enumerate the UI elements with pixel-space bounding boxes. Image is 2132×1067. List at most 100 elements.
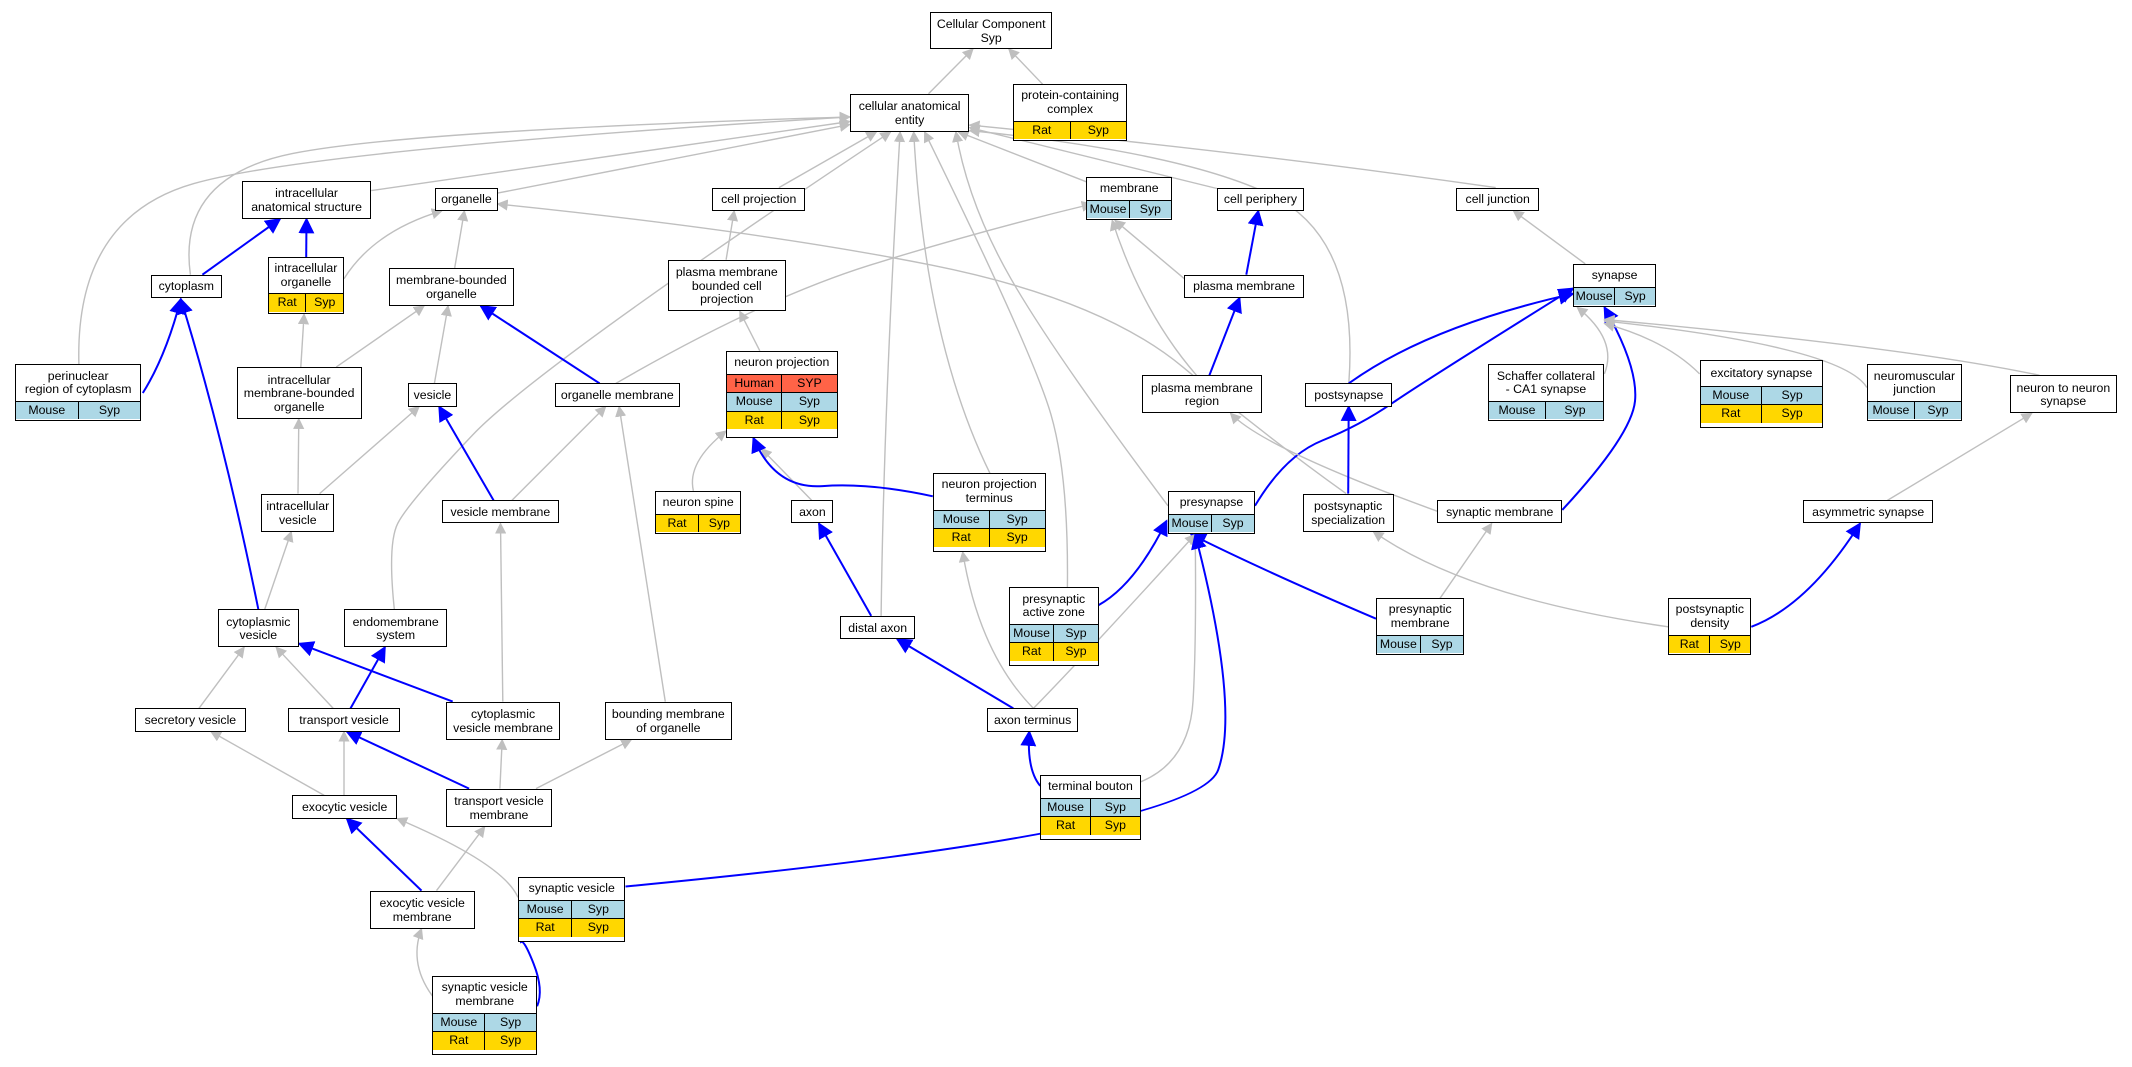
node-axon[interactable]: axon	[791, 500, 834, 524]
node-organelle[interactable]: organelle	[435, 187, 498, 211]
edge-tvm-to-transves	[345, 730, 470, 790]
node-distaxon[interactable]: distal axon	[840, 615, 916, 640]
species-cell: Mouse	[1379, 636, 1417, 651]
node-cellproj[interactable]: cell projection	[712, 187, 805, 211]
edge-cvm-to-cytves	[297, 641, 454, 703]
node-vesicle[interactable]: vesicle	[407, 383, 457, 407]
node-cvm[interactable]: cytoplasmic vesicle membrane	[445, 701, 561, 740]
node-postsynapse[interactable]: postsynapse	[1305, 383, 1393, 407]
edge-axterm-to-presynapse	[1032, 533, 1196, 709]
edge-transves-to-endomem	[349, 645, 386, 709]
species-cell: Mouse	[1013, 625, 1051, 640]
node-cellper[interactable]: cell periphery	[1216, 187, 1304, 211]
node-axterm[interactable]: axon terminus	[987, 708, 1079, 732]
edge-perinuc-to-cytoplasm	[141, 297, 185, 394]
node-label: neuron projection terminus	[941, 477, 1037, 505]
node-n2n[interactable]: neuron to neuron synapse	[2009, 375, 2118, 414]
edge-distaxon-to-axon	[818, 522, 873, 617]
node-secves[interactable]: secretory vesicle	[134, 708, 247, 732]
node-pmr[interactable]: plasma membrane region	[1142, 375, 1262, 414]
node-imbo[interactable]: intracellular membrane-bounded organelle	[236, 367, 362, 419]
node-vesmem[interactable]: vesicle membrane	[441, 500, 559, 524]
node-label: endomembrane system	[352, 614, 439, 643]
species-cell: Mouse	[1047, 799, 1085, 814]
node-cae[interactable]: cellular anatomical entity	[849, 93, 970, 132]
edge-pmbcp-to-cellproj	[725, 209, 739, 260]
node-evm[interactable]: exocytic vesicle membrane	[369, 890, 475, 929]
node-transves[interactable]: transport vesicle	[288, 708, 400, 732]
node-cytves[interactable]: cytoplasmic vesicle	[217, 609, 300, 648]
gene-cell: Syp	[1760, 386, 1822, 405]
node-label: distal axon	[848, 620, 908, 635]
node-mbo[interactable]: membrane-bounded organelle	[388, 267, 514, 306]
node-bmo[interactable]: bounding membrane of organelle	[605, 701, 732, 740]
gene-cell: Syp	[1614, 287, 1655, 306]
node-label: Schaffer collateral - CA1 synapse	[1496, 368, 1596, 397]
edge-vesmem-to-vesicle	[438, 405, 495, 501]
node-postspec[interactable]: postsynaptic specialization	[1302, 493, 1394, 532]
node-pm[interactable]: plasma membrane	[1184, 274, 1304, 298]
node-label: organelle membrane	[560, 388, 674, 403]
node-intves[interactable]: intracellular vesicle	[261, 493, 335, 532]
edge-synves-to-exoves	[395, 817, 519, 898]
node-label: intracellular anatomical structure	[251, 186, 362, 214]
edge-cytoplasm-to-ias	[201, 217, 282, 276]
node-exoves[interactable]: exocytic vesicle	[292, 795, 398, 819]
edge-pm-to-cellper	[1245, 209, 1264, 275]
node-synmem[interactable]: synaptic membrane	[1437, 500, 1563, 524]
species-cell: Rat	[1055, 818, 1076, 833]
species-cell: Rat	[277, 295, 297, 310]
gene-cell: Syp	[1210, 514, 1254, 533]
node-label: exocytic vesicle	[301, 800, 388, 815]
node-asymsyn[interactable]: asymmetric synapse	[1802, 500, 1934, 524]
species-cell: Rat	[1032, 122, 1052, 137]
edge-axon-to-neuproj	[760, 447, 813, 501]
edge-vesmem-to-orgmem	[511, 405, 607, 501]
node-label: plasma membrane bounded cell projection	[675, 265, 778, 307]
species-cell: Rat	[1679, 636, 1699, 651]
node-label: membrane-bounded organelle	[396, 273, 507, 301]
node-cytoplasm[interactable]: cytoplasm	[150, 274, 222, 298]
node-label: organelle	[441, 192, 492, 207]
gene-cell: Syp	[1419, 635, 1464, 654]
node-endomem[interactable]: endomembrane system	[344, 609, 448, 648]
node-label: terminal bouton	[1048, 779, 1133, 794]
edge-mbo-to-organelle	[454, 209, 469, 269]
node-ias[interactable]: intracellular anatomical structure	[242, 180, 372, 219]
edge-npt-to-neuproj	[751, 436, 934, 498]
gene-cell: Syp	[1053, 624, 1097, 643]
node-cc[interactable]: Cellular Component Syp	[930, 12, 1053, 49]
edge-imbo-to-mbo	[335, 305, 426, 368]
node-celljunc[interactable]: cell junction	[1456, 187, 1540, 211]
node-label: synaptic membrane	[1446, 505, 1554, 520]
species-cell: Mouse	[526, 901, 564, 916]
node-pmbcp[interactable]: plasma membrane bounded cell projection	[667, 259, 786, 312]
edge-synmem-to-synapse	[1561, 305, 1637, 511]
species-cell: Rat	[667, 515, 687, 530]
node-orgmem[interactable]: organelle membrane	[554, 383, 680, 407]
node-tvm[interactable]: transport vesicle membrane	[445, 788, 553, 827]
